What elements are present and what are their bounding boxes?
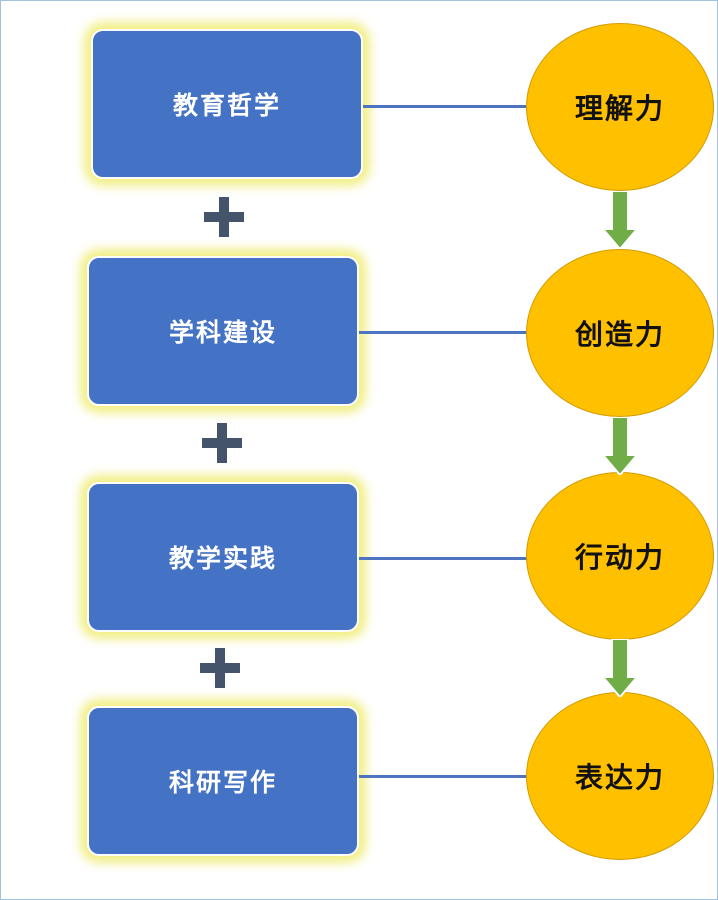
down-arrow-icon xyxy=(603,191,637,249)
connector-line xyxy=(363,105,527,108)
connector-line xyxy=(359,557,527,560)
down-arrow-icon xyxy=(603,417,637,475)
plus-icon xyxy=(202,423,242,463)
box-teaching-practice: 教学实践 xyxy=(87,482,359,632)
connector-line xyxy=(359,331,527,334)
plus-icon xyxy=(204,197,244,237)
connector-line xyxy=(359,775,527,778)
box-research-writing: 科研写作 xyxy=(87,706,359,856)
box-discipline-building: 学科建设 xyxy=(87,256,359,406)
plus-icon xyxy=(200,648,240,688)
circle-action: 行动力 xyxy=(526,472,714,640)
box-education-philosophy: 教育哲学 xyxy=(91,29,363,179)
circle-expression: 表达力 xyxy=(526,692,714,860)
circle-creativity: 创造力 xyxy=(526,249,714,417)
circle-understanding: 理解力 xyxy=(526,23,714,191)
down-arrow-icon xyxy=(603,639,637,697)
